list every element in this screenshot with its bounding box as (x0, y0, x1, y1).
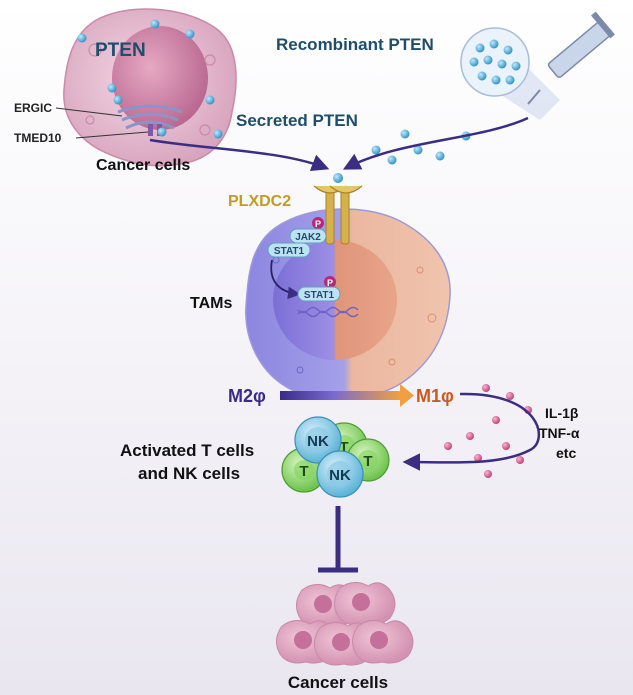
pten-vial (460, 27, 530, 97)
dna-strand (297, 310, 359, 318)
cancer-cells-top-label: Cancer cells (96, 157, 190, 174)
secreted-pten-label: Secreted PTEN (236, 111, 358, 130)
arrow-cytokines-to-tcells (402, 392, 541, 471)
arrow-secreted-to-receptor (149, 138, 330, 172)
phospho-badge-jak2 (312, 217, 324, 229)
arrow-stat1-to-nucleus (270, 259, 301, 300)
cytokine-etc-label: etc (556, 445, 576, 461)
jak2-label: JAK2 (295, 232, 321, 243)
nk-cell-label-2: NK (329, 467, 351, 484)
nk-cell-label-1: NK (307, 433, 329, 450)
tmed10-label: TMED10 (14, 131, 62, 145)
pten-label: PTEN (95, 40, 146, 61)
recombinant-pten-label: Recombinant PTEN (276, 35, 434, 54)
stat1-pill-nuclear (297, 286, 341, 302)
arrow-recombinant-to-receptor (342, 116, 529, 170)
cytokine-tnfa-label: TNF-α (539, 425, 580, 441)
polarization-bar (280, 391, 400, 400)
t-cell-label-2: T (363, 453, 372, 470)
pten-dots-secreted (213, 129, 471, 165)
cancer-cell-cluster-bottom (276, 582, 414, 666)
cytokine-dots (444, 384, 532, 478)
activated-cells-label-line2: and NK cells (138, 464, 240, 483)
bound-pten-dot (333, 173, 343, 183)
m2-label: M2φ (228, 386, 266, 406)
phospho-label-2: P (327, 278, 333, 288)
t-cell-label-3: T (299, 463, 308, 480)
tams-label: TAMs (190, 295, 232, 312)
ergic-golgi (117, 104, 183, 130)
tmed10-channel (148, 124, 153, 136)
cancer-cell-top (63, 8, 237, 167)
phospho-label-1: P (315, 219, 321, 229)
m1-label: M1φ (416, 386, 454, 406)
immune-cell-cluster: T T T NK NK (281, 416, 390, 498)
plxdc2-receptor (313, 173, 363, 245)
phospho-badge-stat1 (324, 276, 336, 288)
pten-dots-intracellular (77, 19, 215, 137)
cancer-nucleus (112, 26, 208, 130)
polarization-arrowhead (400, 384, 414, 407)
jak2-pill (289, 228, 327, 244)
t-cell-label-1: T (339, 439, 348, 456)
ergic-label: ERGIC (14, 101, 52, 115)
plxdc2-label: PLXDC2 (228, 193, 291, 210)
cytokine-il1b-label: IL-1β (545, 405, 579, 421)
cancer-cells-bottom-label: Cancer cells (288, 673, 388, 692)
stat1-pill-top (267, 242, 311, 258)
activated-cells-label-line1: Activated T cells (120, 441, 254, 460)
stat1-top-label: STAT1 (274, 246, 305, 257)
stat1-nuclear-label: STAT1 (304, 290, 335, 301)
